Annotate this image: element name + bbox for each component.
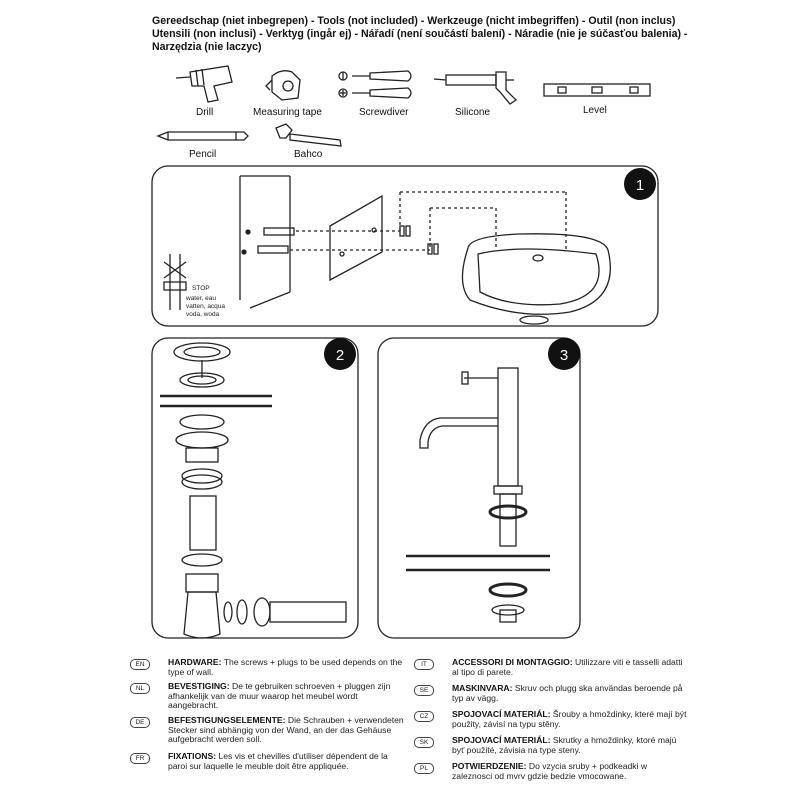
pencil-icon — [156, 131, 249, 141]
note-heading: BEFESTIGUNGSELEMENTE: — [168, 715, 286, 725]
svg-text:voda, woda: voda, woda — [186, 311, 220, 318]
tool-label-pencil: Pencil — [189, 149, 217, 160]
svg-text:2: 2 — [336, 347, 344, 364]
basin-section — [160, 394, 272, 408]
washbasin — [461, 233, 611, 325]
stop-water-note: STOP water, eau vatten, acqua voda, woda — [185, 285, 225, 318]
level-icon — [543, 83, 651, 97]
tool-label-level: Level — [583, 105, 607, 116]
note-heading: POTWIERDZENIE: — [452, 761, 527, 771]
note-heading: BEVESTIGING: — [168, 681, 230, 691]
mounting-plate — [329, 194, 383, 282]
countertop-section — [406, 554, 550, 572]
step-3-panel — [377, 337, 581, 639]
note-heading: FIXATIONS: — [168, 751, 217, 761]
tool-label-bahco: Bahco — [294, 149, 323, 160]
svg-text:3: 3 — [560, 347, 568, 364]
step-2-panel — [151, 337, 359, 639]
wall-corner — [239, 175, 291, 309]
wrench-icon — [275, 123, 342, 147]
note-text: Die Schrauben + verwendeten Stecker sind… — [168, 715, 404, 745]
note-text: Les vis et chevilles d'utiliser dépenden… — [168, 751, 388, 771]
tool-label-drill: Drill — [196, 107, 214, 118]
note-text: De te gebruiken schroeven + pluggen zijn… — [168, 681, 391, 711]
note-heading: SPOJOVACÍ MATERIÁL: — [452, 709, 551, 719]
svg-text:water, eau: water, eau — [185, 295, 216, 302]
tools-header-line-1: Gereedschap (niet inbegrepen) - Tools (n… — [152, 15, 676, 27]
tools-header-line-2: Utensili (non inclusi) - Verktyg (ingår … — [152, 28, 688, 40]
language-code-badge: SK — [414, 737, 434, 748]
language-code-badge: CZ — [414, 711, 434, 722]
tool-label-measuring-tape: Measuring tape — [253, 107, 322, 118]
faucet — [419, 367, 519, 487]
language-code-badge: FR — [130, 753, 150, 764]
measuring-tape-icon — [265, 70, 301, 101]
note-text: Utilizzare viti e tasselli adatti al tip… — [452, 657, 683, 677]
faucet-fixing-nut — [488, 582, 528, 623]
step-2-badge: 2 — [324, 338, 356, 370]
drill-icon — [175, 65, 233, 103]
washers — [399, 225, 439, 255]
screwdriver-icon — [338, 70, 412, 99]
svg-text:STOP: STOP — [192, 285, 210, 292]
note-text: Šrouby a hmoždinky, které mají být použi… — [452, 709, 687, 729]
tools-header-line-3: Narzędzia (nie laczyc) — [152, 41, 262, 53]
tool-label-silicone: Silicone — [455, 107, 491, 118]
tailpiece — [181, 495, 223, 567]
note-heading: HARDWARE: — [168, 657, 222, 667]
wall-plugs — [241, 227, 295, 255]
drain-washer-top — [179, 372, 225, 388]
step-1-panel — [151, 165, 659, 327]
note-text: The screws + plugs to be used depends on… — [168, 657, 403, 677]
tool-label-screwdriver: Screwdiver — [359, 107, 409, 118]
language-code-badge: DE — [130, 717, 150, 728]
drain-grate — [173, 342, 231, 378]
note-text: Skrutky a hmoždinky, ktoré majú byť použ… — [452, 735, 677, 755]
alignment-guides — [290, 191, 567, 251]
note-heading: MASKINVARA: — [452, 683, 513, 693]
drain-washer-bottom — [175, 414, 229, 463]
water-pipe-stop-icon — [163, 254, 187, 310]
language-code-badge: EN — [130, 659, 150, 670]
step-3-badge: 3 — [548, 338, 580, 370]
silicone-gun-icon — [433, 71, 518, 105]
step-1-badge: 1 — [624, 168, 656, 200]
language-code-badge: SE — [414, 685, 434, 696]
note-text: Do vzycia sruby + podkeadki w zaleznosci… — [452, 761, 648, 781]
drain-nut — [181, 468, 223, 490]
language-code-badge: IT — [414, 659, 434, 670]
note-heading: SPOJOVACÍ MATERIÁL: — [452, 735, 551, 745]
note-heading: ACCESSORI DI MONTAGGIO: — [452, 657, 573, 667]
faucet-shank — [488, 485, 528, 547]
tools-header: Gereedschap (niet inbegrepen) - Tools (n… — [152, 15, 688, 54]
note-text: Skruv och plugg ska användas beroende på… — [452, 683, 683, 703]
svg-text:vatten, acqua: vatten, acqua — [186, 303, 225, 310]
language-code-badge: PL — [414, 763, 434, 774]
svg-text:1: 1 — [636, 177, 644, 194]
bottle-trap — [183, 573, 347, 639]
language-code-badge: NL — [130, 683, 150, 694]
